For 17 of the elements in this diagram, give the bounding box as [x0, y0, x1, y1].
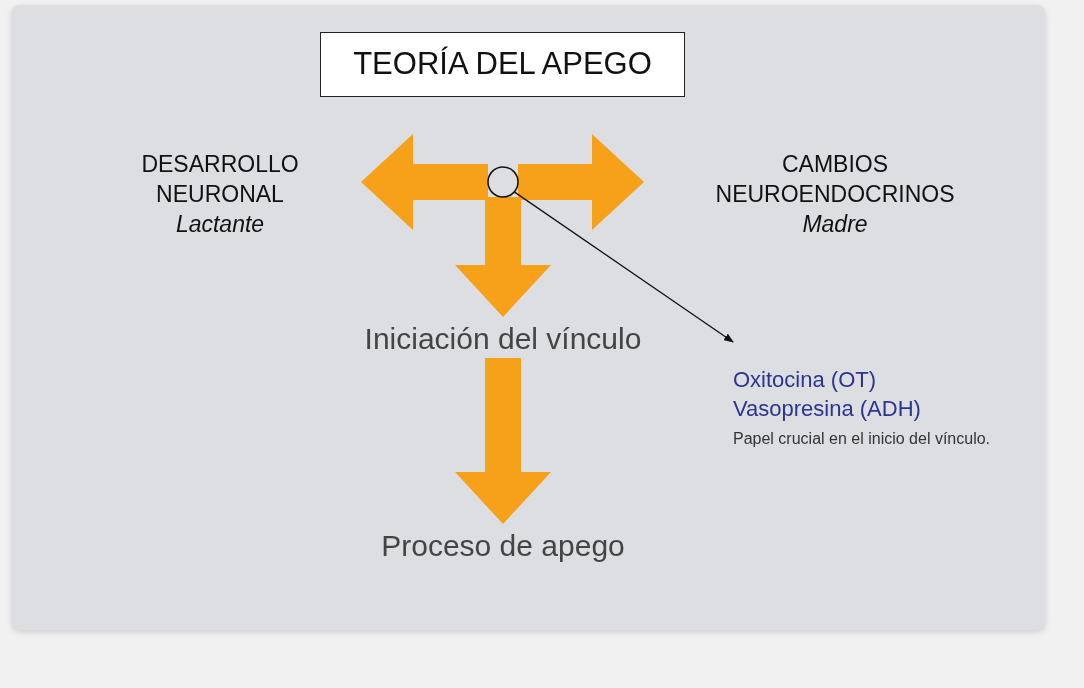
text-label: DESARROLLO NEURONAL: [140, 150, 300, 210]
text-label: CAMBIOS NEUROENDOCRINOS: [714, 150, 956, 210]
text-label: Proceso de apego: [381, 527, 625, 564]
text-label: Madre: [802, 209, 868, 239]
text-label: Iniciación del vínculo: [364, 320, 642, 357]
leader-arrow: [513, 191, 734, 343]
text-label: Oxitocina (OT): [733, 366, 877, 394]
block-arrow: [455, 358, 551, 524]
note-text: Papel crucial en el inicio del vínculo.: [733, 431, 991, 448]
block-arrow: [455, 197, 551, 317]
text-label: Lactante: [175, 209, 265, 239]
text-label: Vasopresina (ADH): [733, 394, 921, 423]
block-arrow: [518, 134, 644, 230]
junction-circle: [487, 166, 519, 198]
block-arrow: [361, 134, 488, 230]
title-text: TEORÍA DEL APEGO: [353, 45, 652, 84]
title-box: [320, 32, 685, 97]
